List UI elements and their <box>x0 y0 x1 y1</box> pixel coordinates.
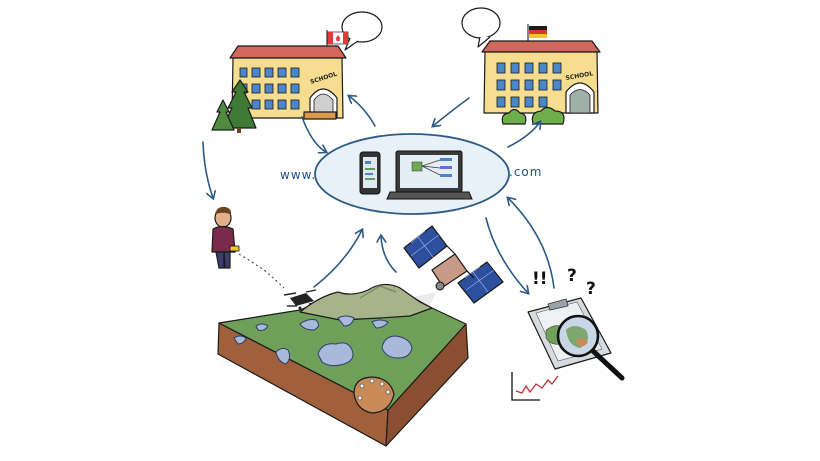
phone-icon <box>359 151 381 195</box>
mini-line-chart-icon <box>511 372 559 401</box>
arrow-landscape-to-cloud <box>313 230 362 288</box>
flow-arrows <box>202 96 555 293</box>
school-windows <box>496 62 562 108</box>
arrow-cloud-to-school-germany <box>507 122 540 148</box>
www-label: www. <box>280 168 316 182</box>
bushes-icon <box>501 106 565 125</box>
signal-icon <box>238 253 285 289</box>
arrow-school-germany-to-cloud <box>433 97 470 126</box>
school-canada: SCHOOL <box>211 11 383 133</box>
speech-bubble-canada <box>341 11 383 51</box>
student-with-remote <box>211 206 285 289</box>
internet-cloud <box>314 133 510 215</box>
com-label: .com <box>509 165 542 179</box>
satellite-icon <box>403 225 504 304</box>
school-germany: SCHOOL <box>461 7 601 125</box>
arrow-cloud-to-school-canada <box>349 96 376 127</box>
landscape-block <box>217 283 469 447</box>
exclamation-marks: !! <box>532 269 548 289</box>
arrow-satellite-to-cloud <box>381 236 397 273</box>
lakes <box>233 315 413 367</box>
magnifier-icon <box>556 314 625 381</box>
remote-control-icon <box>229 245 240 252</box>
question-mark-2: ? <box>586 279 596 299</box>
analysis-clipboard: !! ? ? <box>511 266 625 401</box>
arrow-school-canada-to-cloud <box>301 116 326 152</box>
question-mark-1: ? <box>567 266 577 286</box>
speech-bubble-germany <box>461 7 501 48</box>
school-windows <box>239 67 300 110</box>
arrow-cloud-to-analysis <box>485 217 528 293</box>
laptop-icon <box>386 150 473 200</box>
arrow-school-to-student <box>202 141 213 198</box>
arrow-analysis-to-cloud <box>508 198 555 289</box>
pine-trees-icon <box>211 79 257 133</box>
school-sign-germany: SCHOOL <box>565 70 594 82</box>
